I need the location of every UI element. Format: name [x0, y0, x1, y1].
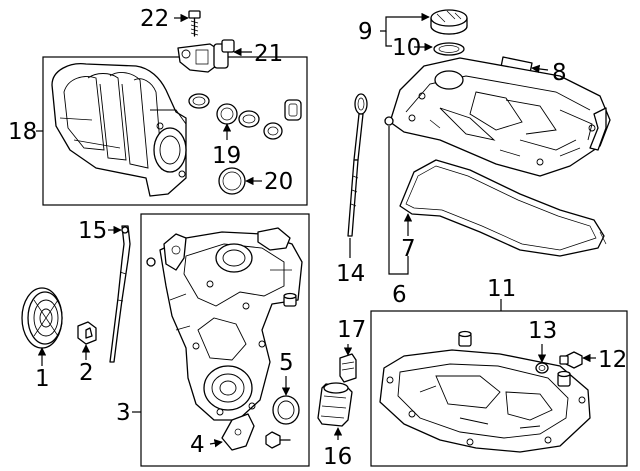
o-rings-19: [188, 93, 302, 140]
callout-12: 12: [598, 347, 627, 373]
valve-cover-gasket-7: [399, 159, 607, 257]
oil-pan-dowel-2: [557, 370, 571, 387]
dowel-pin: [283, 292, 297, 307]
dipstick-tube-15: [109, 225, 131, 363]
callout-10: 10: [392, 35, 421, 61]
callout-2: 2: [79, 360, 94, 386]
leader-10-seal: [385, 31, 392, 47]
gasket-20: [218, 167, 246, 195]
callout-21: 21: [254, 41, 283, 67]
crank-pulley-1: [21, 287, 63, 349]
leaders: [36, 12, 596, 448]
front-cover-group-box: [140, 213, 310, 467]
seal-10: [433, 42, 465, 56]
oil-seal-5: [272, 395, 300, 425]
callout-20: 20: [264, 169, 293, 195]
washer-small: [146, 257, 156, 267]
washer-13: [535, 362, 549, 374]
callout-15: 15: [78, 218, 107, 244]
sensor-21: [177, 39, 235, 73]
callout-22: 22: [140, 6, 169, 32]
callout-9: 9: [358, 19, 373, 45]
callout-16: 16: [323, 444, 352, 470]
callout-13: 13: [528, 318, 557, 344]
front-cover-3: [159, 227, 303, 421]
callout-17: 17: [337, 317, 366, 343]
callout-3: 3: [116, 400, 131, 426]
drain-plug-12: [559, 351, 583, 369]
callout-19: 19: [212, 143, 241, 169]
leader-8: [531, 64, 549, 74]
callout-18: 18: [8, 119, 37, 145]
leader-9-cap: [380, 12, 430, 32]
bolt-22: [188, 10, 201, 37]
fitting-17: [339, 353, 357, 383]
callout-labels: 22 21 18 19 20 15 14 1 2 3 4 5 6 7 8 9 1…: [8, 6, 627, 470]
callout-11: 11: [487, 276, 516, 302]
callout-8: 8: [552, 60, 567, 86]
dipstick-14: [347, 93, 368, 237]
oil-pan-dowel-1: [458, 330, 472, 347]
leader-6: [388, 126, 409, 275]
valve-cover-6: [384, 57, 611, 177]
cover-4: [221, 413, 255, 451]
front-cover-small-gasket: [163, 233, 187, 271]
oil-pan-11: [379, 349, 591, 453]
callout-1: 1: [35, 366, 50, 392]
callout-4: 4: [190, 432, 205, 458]
oil-filter-16: [317, 382, 353, 427]
callout-6: 6: [392, 282, 407, 308]
leader-4: [209, 439, 223, 448]
callout-5: 5: [279, 350, 294, 376]
intake-manifold-18: [51, 63, 187, 197]
oil-pan-group-box: [370, 310, 628, 467]
oil-filler-cap-9: [430, 9, 468, 35]
callout-7: 7: [401, 236, 416, 262]
callout-14: 14: [336, 261, 365, 287]
crank-bolt-2: [77, 321, 97, 345]
front-cover-bolt: [265, 431, 291, 449]
